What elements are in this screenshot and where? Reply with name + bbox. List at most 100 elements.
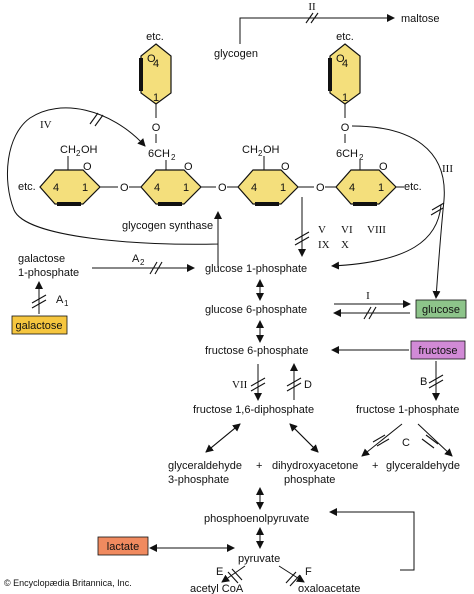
glycosidic-oxygen: O (316, 182, 325, 194)
enzyme-a2-label: A (132, 253, 140, 265)
glucose-label: glucose (422, 304, 460, 316)
glyceraldehyde-label: glyceraldehyde (386, 460, 460, 472)
svg-text:2: 2 (359, 153, 364, 162)
reaction-c: C (361, 423, 453, 457)
svg-text:1-phosphate: 1-phosphate (18, 267, 79, 279)
chain-ring-2: O 4 1 6CH 2 O (140, 148, 238, 206)
carbon-4-label: 4 (251, 182, 257, 194)
carbon-1-label: 1 (153, 92, 159, 104)
oxaloacetate-to-pep-arrow (329, 508, 415, 571)
acetyl-coa-label: acetyl CoA (190, 583, 244, 594)
chain-ring-4: O 4 1 6CH 2 etc. (335, 148, 422, 206)
reaction-ii-glycogen-to-maltose: glycogen II maltose (214, 1, 440, 60)
reaction-vii-d: VII D (232, 363, 312, 401)
svg-text:OH: OH (81, 144, 98, 156)
carbon-1-label: 1 (378, 182, 384, 194)
enzyme-vi-label: VI (341, 224, 353, 236)
carbon-1-label: 1 (183, 182, 189, 194)
enzyme-iv-label: IV (40, 119, 52, 131)
svg-text:phosphate: phosphate (284, 474, 335, 486)
ring-oxygen-label: O (184, 161, 193, 173)
glyceraldehyde-3-phosphate-label: glyceraldehyde (168, 460, 242, 472)
reaction-iii-branch-to-glucose: III (331, 125, 453, 299)
enzyme-a1-label: A (56, 294, 64, 306)
ring-oxygen-label: O (281, 161, 290, 173)
pyruvate-label: pyruvate (238, 553, 280, 565)
etc-label: etc. (404, 181, 422, 193)
phosphoenolpyruvate-label: phosphoenolpyruvate (204, 513, 309, 525)
carbon-4-label: 4 (53, 182, 59, 194)
svg-text:3-phosphate: 3-phosphate (168, 474, 229, 486)
lactate-box (97, 536, 149, 556)
glycogen-synthase-label: glycogen synthase (122, 220, 213, 232)
fructose-1-6-diphosphate-label: fructose 1,6-diphosphate (193, 404, 314, 416)
reaction-f: F (278, 565, 312, 587)
enzyme-d-label: D (304, 379, 312, 391)
oxaloacetate-label: oxaloacetate (298, 583, 360, 594)
carbon-1-label: 1 (82, 182, 88, 194)
ring-oxygen-label: O (379, 161, 388, 173)
enzyme-x-label: X (341, 239, 349, 251)
carbon-1-label: 1 (342, 92, 348, 104)
ch2-label: 6CH (148, 148, 170, 160)
chain-ring-1: O 4 1 CH 2 OH etc. O (18, 144, 141, 206)
svg-text:2: 2 (76, 149, 81, 158)
fructose-6-phosphate-label: fructose 6-phosphate (205, 345, 308, 357)
glucose-1-phosphate-label: glucose 1-phosphate (205, 263, 307, 275)
carbon-1-label: 1 (280, 182, 286, 194)
ch2oh-label: CH (60, 144, 76, 156)
plus-sign: + (372, 460, 378, 472)
enzyme-ix-label: IX (318, 239, 330, 251)
reaction-iv-loop: IV glycogen synthase (6, 107, 222, 268)
chain-ring-3: O 4 1 CH 2 OH O (237, 144, 336, 206)
galactose-branch: galactose 1-phosphate A 2 galactose A 1 (11, 253, 195, 335)
glycosidic-oxygen: O (120, 182, 129, 194)
carbon-4-label: 4 (349, 182, 355, 194)
fructose-1-phosphate-label: fructose 1-phosphate (356, 404, 459, 416)
enzyme-e-label: E (216, 566, 223, 578)
svg-text:OH: OH (263, 144, 280, 156)
enzyme-i-label: I (366, 290, 370, 302)
branch-ring-right: etc. O 4 1 O (328, 31, 361, 143)
enzyme-viii-label: VIII (367, 224, 386, 236)
etc-label: etc. (146, 31, 164, 43)
enzyme-f-label: F (305, 566, 312, 578)
glucose-box (415, 299, 467, 319)
reaction-i-glucose: I glucose (333, 290, 467, 320)
maltose-label: maltose (401, 13, 440, 25)
enzyme-c-label: C (402, 437, 410, 449)
svg-text:2: 2 (171, 153, 176, 162)
galactose-label: galactose (15, 320, 62, 332)
glycogen-label: glycogen (214, 48, 258, 60)
copyright-notice: © Encyclopædia Britannica, Inc. (4, 578, 132, 588)
etc-label: etc. (336, 31, 354, 43)
lactate-label: lactate (107, 541, 139, 553)
enzyme-vii-label: VII (232, 379, 248, 391)
ch2oh-label: CH (242, 144, 258, 156)
carbon-4-label: 4 (342, 58, 348, 70)
fructose-label: fructose (418, 345, 457, 357)
glucose-6-phosphate-label: glucose 6-phosphate (205, 304, 307, 316)
fructose-box (410, 340, 466, 360)
glycosidic-oxygen: O (341, 122, 350, 134)
enzyme-b-label: B (420, 376, 427, 388)
ring-oxygen-label: O (83, 161, 92, 173)
ring-oxygen-label: O (336, 53, 345, 65)
reaction-e: E (216, 565, 246, 584)
svg-text:1: 1 (64, 299, 69, 308)
ch2-label: 6CH (336, 148, 358, 160)
carbon-4-label: 4 (154, 182, 160, 194)
enzyme-iii-label: III (442, 163, 453, 175)
etc-label: etc. (18, 181, 36, 193)
enzyme-ii-label: II (308, 1, 316, 13)
galactose-1-phosphate-label: galactose (18, 253, 65, 265)
plus-sign: + (256, 460, 262, 472)
branch-ring-left: etc. O 4 1 O (139, 31, 172, 143)
glycosidic-oxygen: O (152, 122, 161, 134)
carbon-4-label: 4 (153, 58, 159, 70)
f16dp-cleavage (205, 423, 319, 453)
pyruvate-to-lactate: lactate (97, 536, 235, 556)
svg-text:2: 2 (258, 149, 263, 158)
